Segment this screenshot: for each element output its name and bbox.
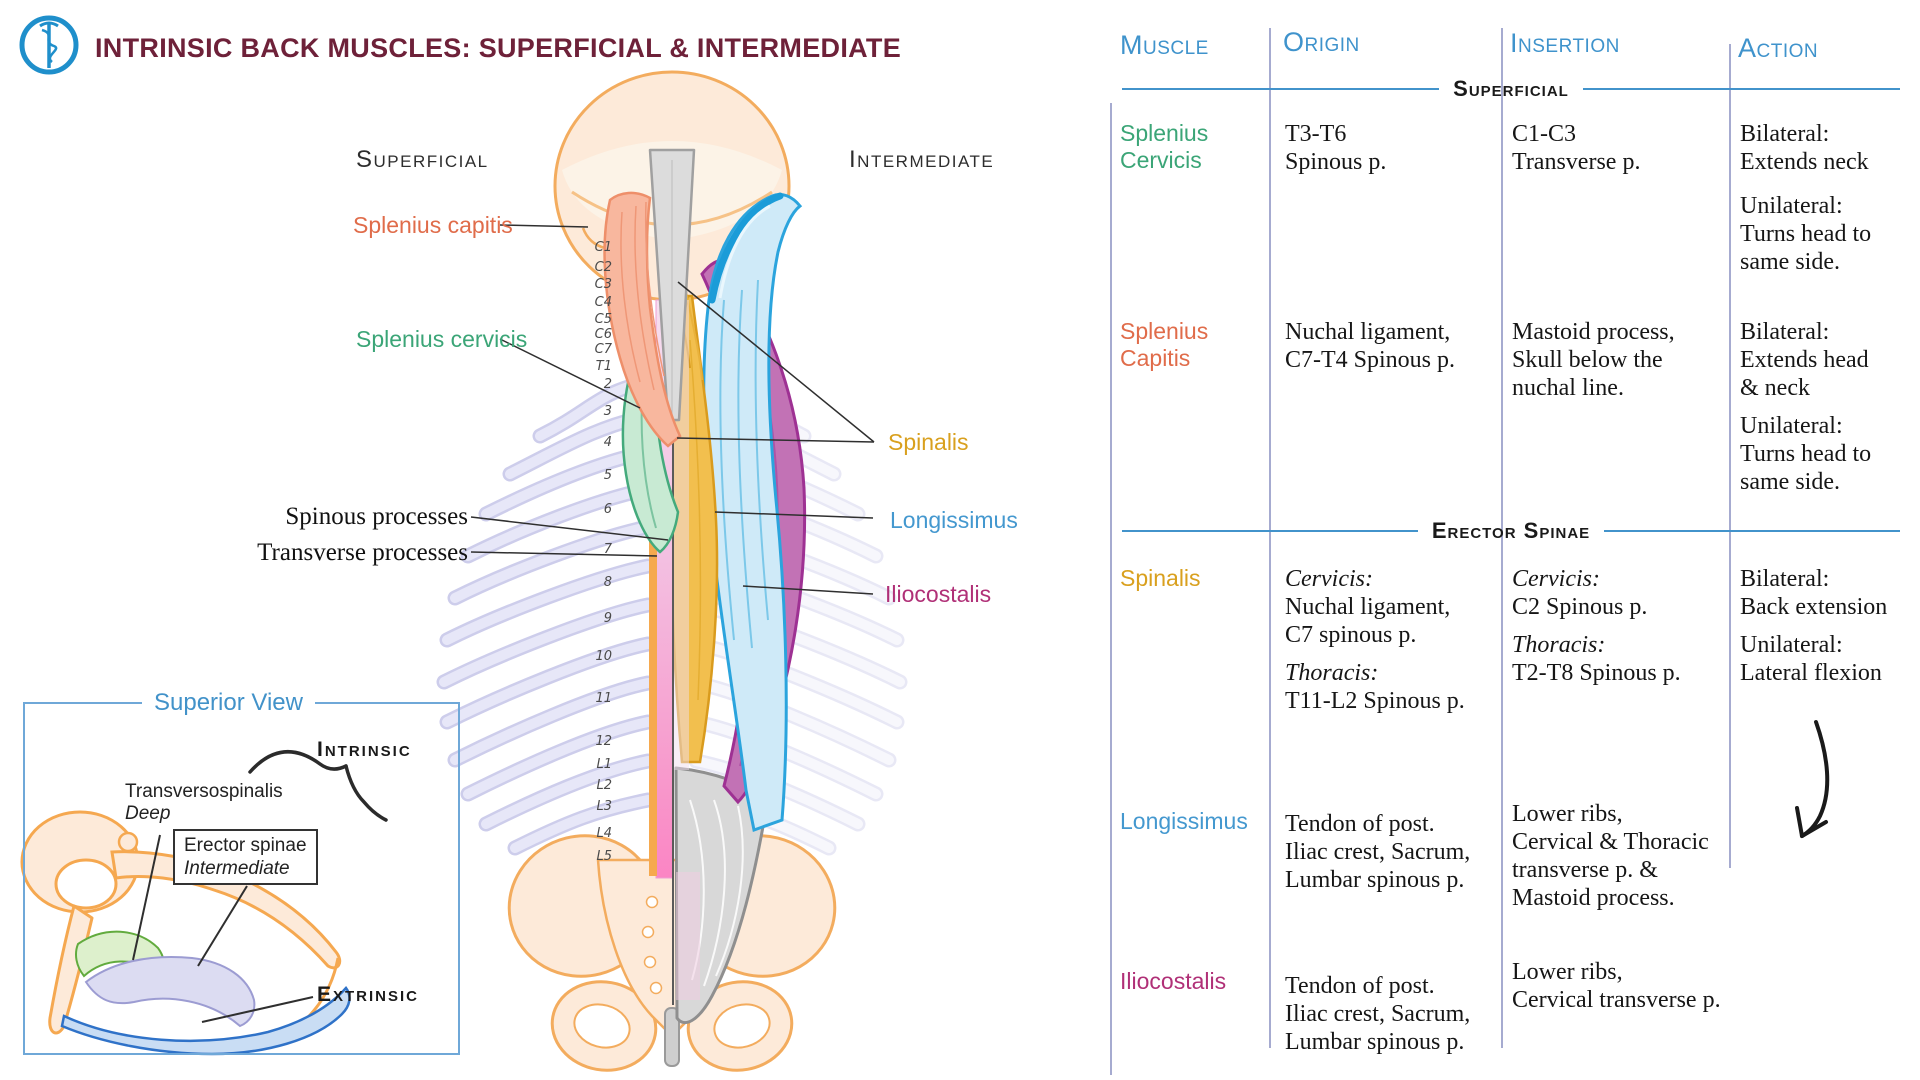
splenius-capitis-muscle (603, 191, 682, 448)
iliocostalis-label: Iliocostalis (885, 581, 992, 607)
table-rule-origin (1269, 28, 1271, 1048)
vertebra-label: 5 (603, 468, 612, 483)
transverse-processes-label: Transverse processes (257, 539, 468, 566)
erector-spinae-label: Erector spinae (184, 835, 307, 856)
vertebra-label: T1 (595, 359, 612, 374)
insertion-cell: Cervicis: C2 Spinous p. Thoracis: T2-T8 … (1512, 566, 1681, 686)
erector-depth-label: Intermediate (184, 858, 290, 879)
longissimus-label: Longissimus (890, 507, 1018, 533)
intrinsic-label: Intrinsic (317, 738, 412, 761)
insertion-cell: Mastoid process,Skull below the nuchal l… (1512, 319, 1675, 401)
splenius-capitis-label: Splenius capitis (353, 212, 513, 238)
vertebra-label: C7 (594, 342, 612, 357)
divider-line (1604, 530, 1900, 532)
column-header-insertion: Insertion (1510, 28, 1620, 58)
table-rule-insertion (1501, 28, 1503, 1048)
section-superficial: Superficial (1122, 76, 1900, 101)
vertebra-label: C6 (594, 327, 612, 342)
vertebra-label: 6 (603, 502, 612, 517)
page-title: INTRINSIC BACK MUSCLES: SUPERFICIAL & IN… (95, 33, 902, 63)
action-cell: Bilateral:Extends neck Unilateral: Turns… (1740, 121, 1872, 275)
splenius-cervicis-label: Splenius cervicis (356, 326, 528, 352)
vertebra-label: 10 (595, 649, 612, 664)
superior-view-title: Superior View (142, 689, 315, 717)
vertebra-label: C5 (594, 312, 612, 327)
spinalis-label: Spinalis (888, 429, 969, 455)
section-erector-spinae: Erector Spinae (1122, 518, 1900, 543)
leader-lines (470, 224, 875, 595)
vertebra-label: 7 (603, 542, 612, 557)
table-rule-left (1110, 103, 1112, 1075)
muscle-name: Iliocostalis (1120, 968, 1227, 994)
origin-cell: Nuchal ligament,C7-T4 Spinous p. (1285, 319, 1456, 373)
down-arrow-icon (1795, 720, 1830, 838)
action-cell: Bilateral:Back extension Unilateral: Lat… (1740, 566, 1888, 686)
vertebra-label: L2 (596, 778, 612, 793)
vertebra-label: 3 (603, 404, 612, 419)
vertebra-label: C2 (594, 260, 612, 275)
spinous-processes-label: Spinous processes (285, 503, 468, 530)
table-rule-action (1729, 44, 1731, 868)
action-cell: Bilateral:Extends head & neck Unilateral… (1740, 319, 1872, 495)
transversospinalis-label: Transversospinalis (125, 781, 283, 802)
vertebra-label: L3 (596, 799, 612, 814)
divider-line (1122, 88, 1440, 90)
erector-spinae-callout: Erector spinae Intermediate (173, 829, 318, 885)
divider-line (1582, 88, 1900, 90)
vertebra-label: C1 (594, 240, 612, 255)
vertebra-label: L1 (596, 757, 612, 772)
vertebra-label: 8 (603, 575, 612, 590)
intrinsic-brace (248, 750, 388, 822)
muscle-name: Longissimus (1120, 808, 1248, 834)
staff-of-asclepius-icon (19, 15, 79, 75)
insertion-cell: Lower ribs,Cervical transverse p. (1512, 959, 1721, 1013)
insertion-cell: Lower ribs,Cervical & Thoracic transvers… (1512, 801, 1709, 911)
vertebra-label: L4 (596, 826, 612, 841)
vertebra-label: C4 (594, 295, 612, 310)
vertebra-label: L5 (596, 849, 612, 864)
origin-cell: Tendon of post.Iliac crest, Sacrum, Lumb… (1285, 811, 1471, 893)
vertebra-label: 11 (595, 691, 612, 706)
divider-line (1122, 530, 1418, 532)
column-header-action: Action (1738, 33, 1819, 63)
origin-cell: Cervicis: Nuchal ligament,C7 spinous p. … (1285, 566, 1465, 714)
origin-cell: Tendon of post.Iliac crest, Sacrum, Lumb… (1285, 973, 1471, 1055)
intermediate-heading: Intermediate (849, 146, 995, 173)
section-erector-label: Erector Spinae (1431, 518, 1591, 543)
vertebra-label: 4 (603, 435, 612, 450)
ribcage-left (436, 374, 656, 856)
vertebra-label: 9 (603, 611, 612, 626)
muscle-name: Spinalis (1120, 565, 1201, 591)
extrinsic-label: Extrinsic (317, 983, 420, 1006)
aponeurosis-illustration (674, 766, 770, 1024)
vertebra-label: 2 (603, 377, 612, 392)
column-header-muscle: Muscle (1120, 30, 1209, 60)
vertebra-label: C3 (594, 277, 612, 292)
column-header-origin: Origin (1283, 27, 1360, 57)
superficial-heading: Superficial (356, 146, 489, 173)
transversospinalis-depth-label: Deep (125, 803, 171, 824)
section-superficial-label: Superficial (1453, 76, 1569, 101)
longissimus-muscle (702, 192, 803, 832)
vertebra-label: 12 (595, 734, 612, 749)
